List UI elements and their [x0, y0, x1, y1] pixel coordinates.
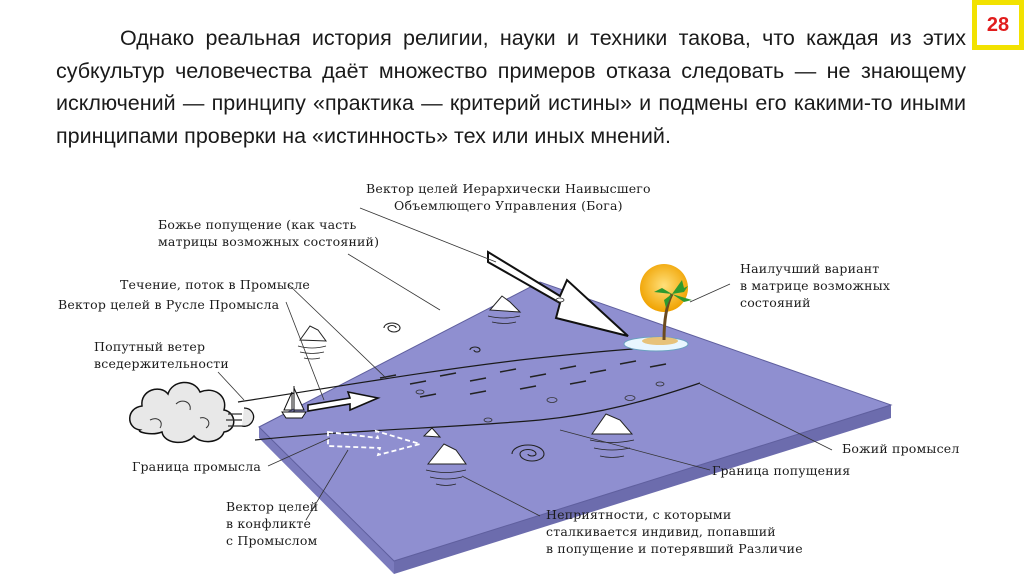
label-vector-in-channel: Вектор целей в Русле Промысла: [58, 297, 280, 312]
god-vector-arrow: [487, 250, 629, 337]
conflict-vector-arrow: [327, 429, 424, 457]
iceberg-icon: [299, 295, 634, 465]
page-number: 28: [977, 5, 1019, 45]
current-dashes: [379, 360, 667, 398]
label-leader-lines: [217, 207, 833, 521]
label-gods-providence: Божий промысел: [842, 441, 960, 456]
water-plane: [258, 281, 893, 574]
iceberg-reflections: [297, 315, 635, 486]
sailboat-icon: [281, 386, 307, 419]
slide-paragraph: Однако реальная история религии, науки и…: [56, 22, 966, 152]
label-providence-border: Граница промысла: [132, 459, 261, 474]
label-current-flow: Течение, поток в Промысле: [120, 277, 310, 292]
label-conflict-vector: Вектор целей в конфликте с Промыслом: [226, 499, 319, 548]
page-number-badge: 28: [972, 0, 1024, 50]
whirlpool-icon: [383, 322, 545, 462]
label-permission-border: Граница попущения: [712, 463, 851, 478]
label-fair-wind: Попутный ветер вседержительности: [94, 339, 229, 371]
label-god-vector: Вектор целей Иерархически Наивысшего Объ…: [366, 181, 651, 213]
paragraph-text: Однако реальная история религии, науки и…: [56, 26, 966, 148]
wind-cloud-icon: [129, 381, 255, 444]
label-divine-permission: Божье попущение (как часть матрицы возмо…: [158, 217, 380, 249]
island-sun-palm-icon: [623, 264, 692, 352]
water-ripples: [415, 297, 665, 423]
vector-in-channel-arrow: [307, 390, 381, 412]
label-troubles: Неприятности, с которыми сталкивается ин…: [546, 507, 803, 556]
label-best-option: Наилучший вариант в матрице возможных со…: [740, 261, 891, 310]
